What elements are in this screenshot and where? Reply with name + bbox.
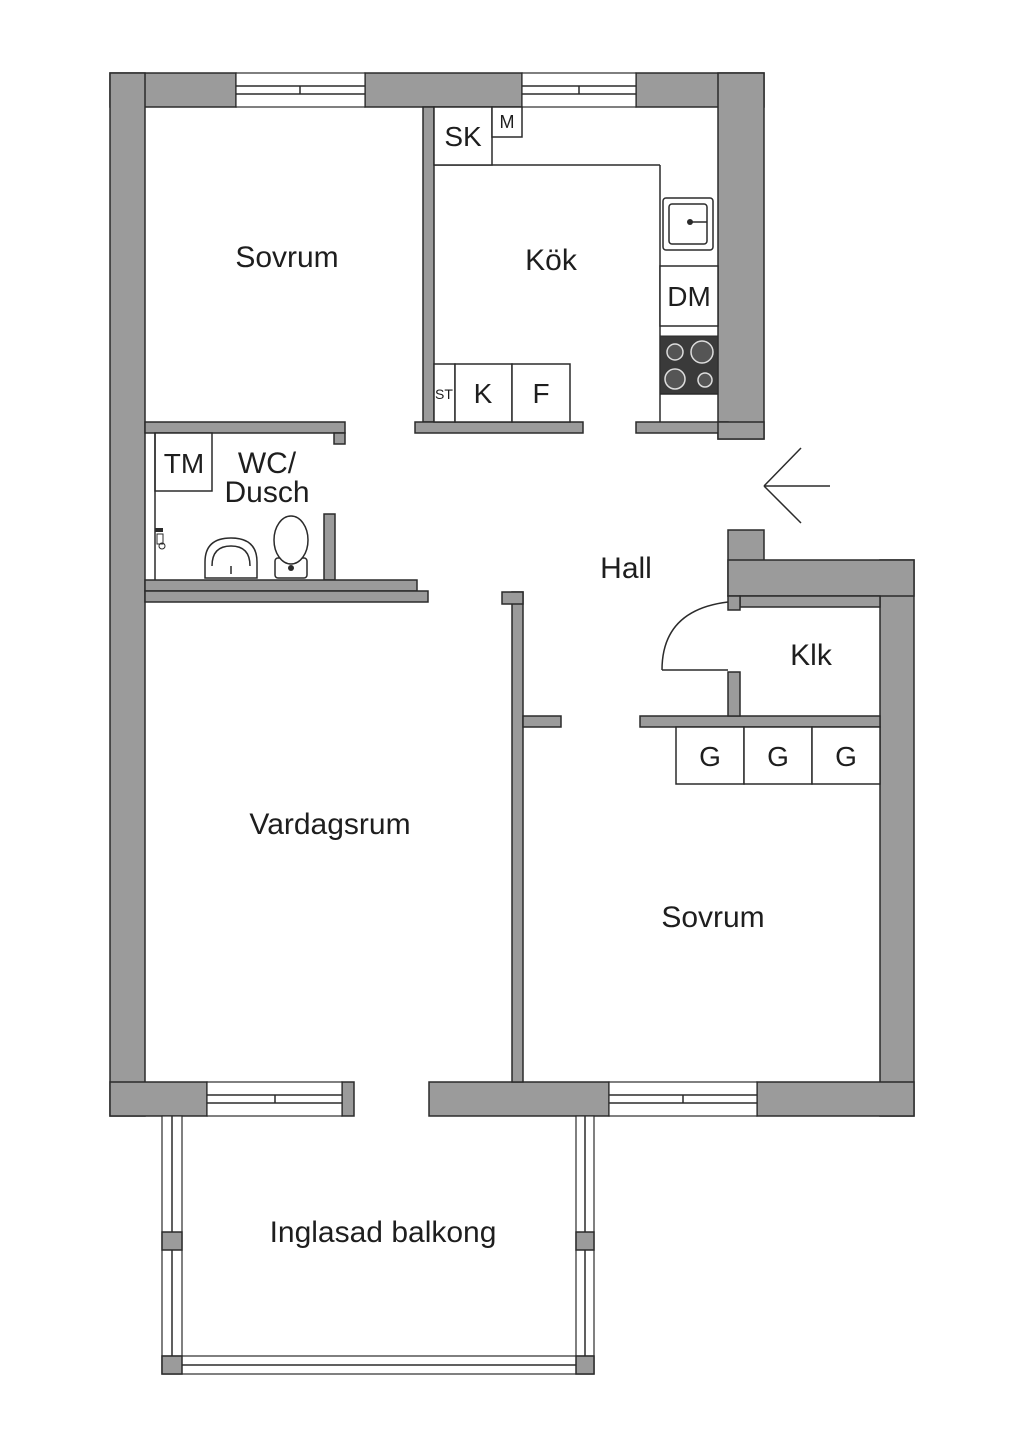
- appliance-dm: [659, 265, 719, 327]
- label-bedroom-2: Sovrum: [661, 901, 764, 934]
- wardrobes: [675, 726, 881, 785]
- balcony: [161, 1115, 595, 1375]
- wardrobe-g1: [675, 726, 745, 785]
- label-tm: TM: [164, 448, 204, 479]
- label-g2: G: [767, 741, 789, 772]
- label-bedroom-1: Sovrum: [235, 241, 338, 274]
- label-wc-line1: WC/: [238, 447, 297, 480]
- washbasin-icon: [204, 537, 258, 579]
- wardrobe-g2: [743, 726, 813, 785]
- fixture-labels: SK M DM ST K F TM G G G: [164, 112, 857, 772]
- window-top-left: [235, 72, 366, 108]
- cabinet-k: [454, 363, 513, 423]
- window-bottom-right: [608, 1081, 758, 1117]
- wc-fixtures: [154, 432, 309, 580]
- label-living-room: Vardagsrum: [249, 808, 410, 841]
- label-hall: Hall: [600, 552, 652, 585]
- door-swing-icon: [661, 601, 729, 671]
- room-labels: Sovrum Kök WC/ Dusch Hall Klk Vardagsrum…: [224, 241, 832, 1249]
- wardrobe-g3: [811, 726, 881, 785]
- outer-walls: [109, 72, 915, 1117]
- label-closet: Klk: [790, 639, 833, 672]
- cabinet-f: [511, 363, 571, 423]
- kitchen-fixtures: [433, 106, 719, 423]
- label-dm: DM: [667, 281, 711, 312]
- label-g3: G: [835, 741, 857, 772]
- window-bottom-left: [206, 1081, 343, 1117]
- label-balcony: Inglasad balkong: [270, 1216, 497, 1249]
- toilet-icon: [273, 515, 309, 579]
- label-wc-line2: Dusch: [224, 476, 309, 509]
- washing-machine-tm: [154, 432, 213, 492]
- inner-walls: [144, 106, 881, 1083]
- label-m: M: [500, 112, 515, 132]
- sink-icon: [662, 197, 714, 251]
- cabinet-sk: [433, 106, 493, 166]
- cabinet-m: [491, 106, 523, 138]
- stove-icon: [659, 335, 719, 395]
- label-sk: SK: [444, 121, 482, 152]
- label-g1: G: [699, 741, 721, 772]
- shower-tap-icon: [155, 528, 166, 550]
- label-st: ST: [435, 386, 453, 402]
- label-f: F: [532, 378, 549, 409]
- label-kitchen: Kök: [525, 244, 578, 277]
- windows: [206, 72, 758, 1117]
- label-k: K: [474, 378, 493, 409]
- window-top-right: [521, 72, 637, 108]
- entrance-arrow-icon: [763, 447, 830, 524]
